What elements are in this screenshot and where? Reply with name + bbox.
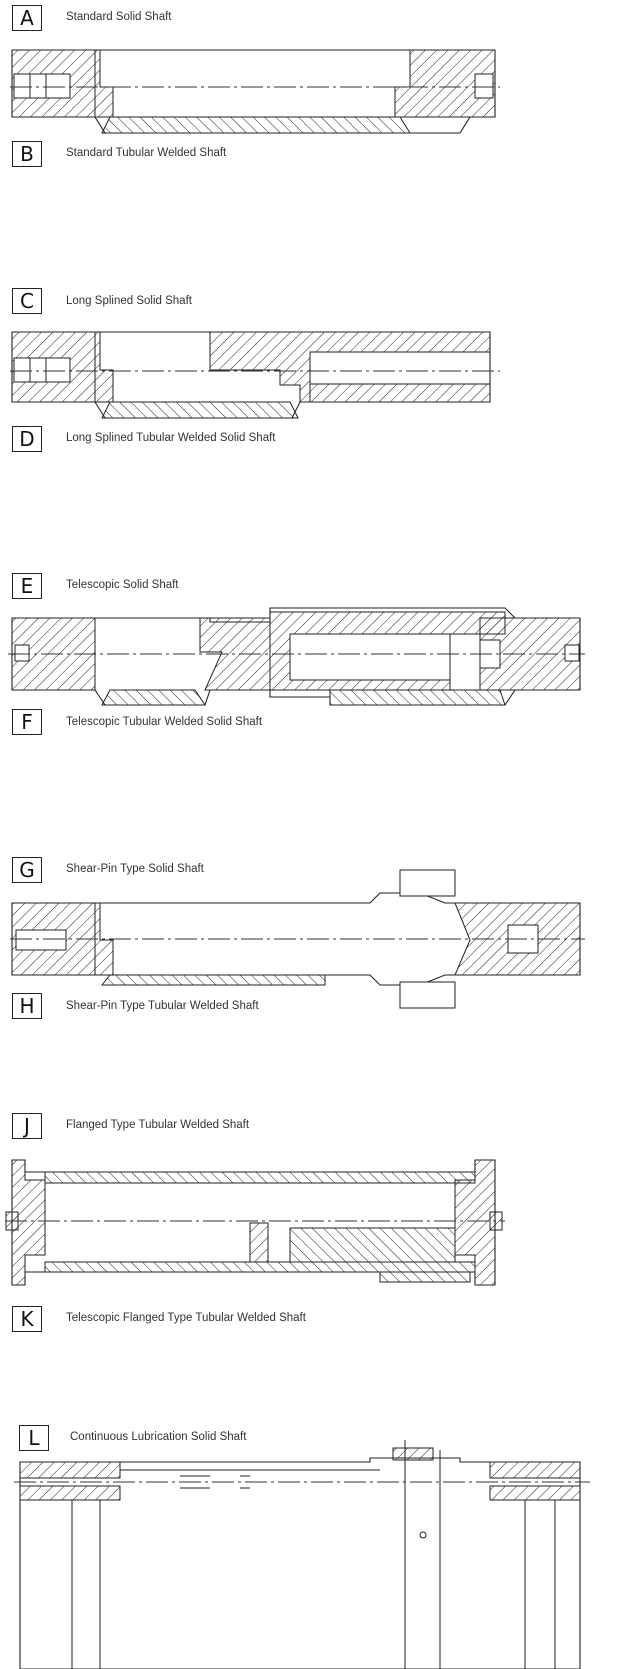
panel-letter-k: K: [12, 1306, 42, 1332]
panel-caption-k: Telescopic Flanged Type Tubular Welded S…: [66, 1312, 306, 1324]
panel-letter-d: D: [12, 426, 42, 452]
panel-letter-l: L: [19, 1425, 49, 1451]
panel-caption-f: Telescopic Tubular Welded Solid Shaft: [66, 716, 263, 728]
panel-caption-d: Long Splined Tubular Welded Solid Shaft: [66, 432, 276, 444]
panel-letter-e: E: [12, 573, 42, 599]
panel-caption-e: Telescopic Solid Shaft: [66, 579, 179, 591]
panel-letter-b: B: [12, 141, 42, 167]
panel-caption-l: Continuous Lubrication Solid Shaft: [70, 1431, 247, 1443]
panel-letter-a: A: [12, 5, 42, 31]
panel-letter-h: H: [12, 993, 42, 1019]
panel-letter-c: C: [12, 288, 42, 314]
panel-caption-c: Long Splined Solid Shaft: [66, 295, 192, 307]
panel-caption-j: Flanged Type Tubular Welded Shaft: [66, 1119, 250, 1131]
panel-caption-h: Shear-Pin Type Tubular Welded Shaft: [66, 1000, 259, 1012]
panel-letter-f: F: [12, 709, 42, 735]
panel-caption-g: Shear-Pin Type Solid Shaft: [66, 863, 204, 875]
panel-letter-j: J: [12, 1113, 42, 1139]
panel-caption-a: Standard Solid Shaft: [66, 11, 172, 23]
panel-letter-g: G: [12, 857, 42, 883]
panel-caption-b: Standard Tubular Welded Shaft: [66, 147, 227, 159]
